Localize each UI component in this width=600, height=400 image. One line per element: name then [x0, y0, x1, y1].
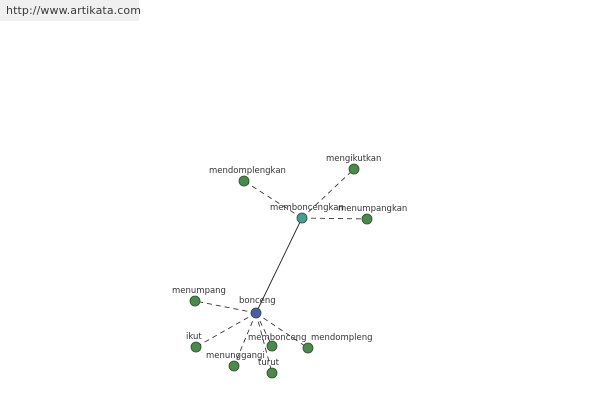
node-menunggangi[interactable]: [228, 360, 240, 372]
node-label-menunggangi: menunggangi: [206, 351, 265, 361]
labels-layer: bonceng memboncengkan mendomplengkan mengik…: [172, 154, 407, 368]
edge-bonceng-menumpang: [194, 300, 257, 314]
node-menumpangkan[interactable]: [361, 213, 373, 225]
node-menumpang[interactable]: [189, 295, 201, 307]
node-label-memboncengkan: memboncengkan: [270, 203, 344, 213]
node-ikut[interactable]: [190, 341, 202, 353]
node-label-menumpang: menumpang: [172, 286, 226, 296]
edge-memboncengkan-mengikutkan: [301, 168, 355, 219]
nodes-layer: [189, 163, 373, 379]
node-label-mendompleng: mendompleng: [311, 333, 373, 343]
node-label-mengikutkan: mengikutkan: [326, 154, 381, 164]
node-label-turut: turut: [258, 358, 280, 368]
edge-bonceng-membonceng: [255, 312, 273, 347]
edge-bonceng-memboncengkan: [255, 217, 303, 314]
edge-bonceng-ikut: [195, 312, 257, 348]
node-turut[interactable]: [266, 367, 278, 379]
node-membonceng[interactable]: [266, 340, 278, 352]
edge-memboncengkan-mendomplengkan: [243, 180, 303, 219]
source-url-label: http://www.artikata.com: [0, 0, 141, 21]
edge-memboncengkan-menumpangkan: [301, 217, 368, 220]
node-label-membonceng: membonceng: [248, 333, 306, 343]
node-label-bonceng: bonceng: [239, 296, 276, 306]
node-mendompleng[interactable]: [302, 342, 314, 354]
node-bonceng[interactable]: [250, 307, 262, 319]
edges-layer: [194, 168, 368, 374]
node-label-mendomplengkan: mendomplengkan: [209, 166, 286, 176]
node-mendomplengkan[interactable]: [238, 175, 250, 187]
node-memboncengkan[interactable]: [296, 212, 308, 224]
node-mengikutkan[interactable]: [348, 163, 360, 175]
node-label-ikut: ikut: [186, 332, 202, 342]
edge-bonceng-menunggangi: [233, 312, 257, 367]
edge-bonceng-turut: [255, 312, 273, 374]
edge-bonceng-mendompleng: [255, 312, 309, 349]
node-label-menumpangkan: menumpangkan: [338, 204, 407, 214]
